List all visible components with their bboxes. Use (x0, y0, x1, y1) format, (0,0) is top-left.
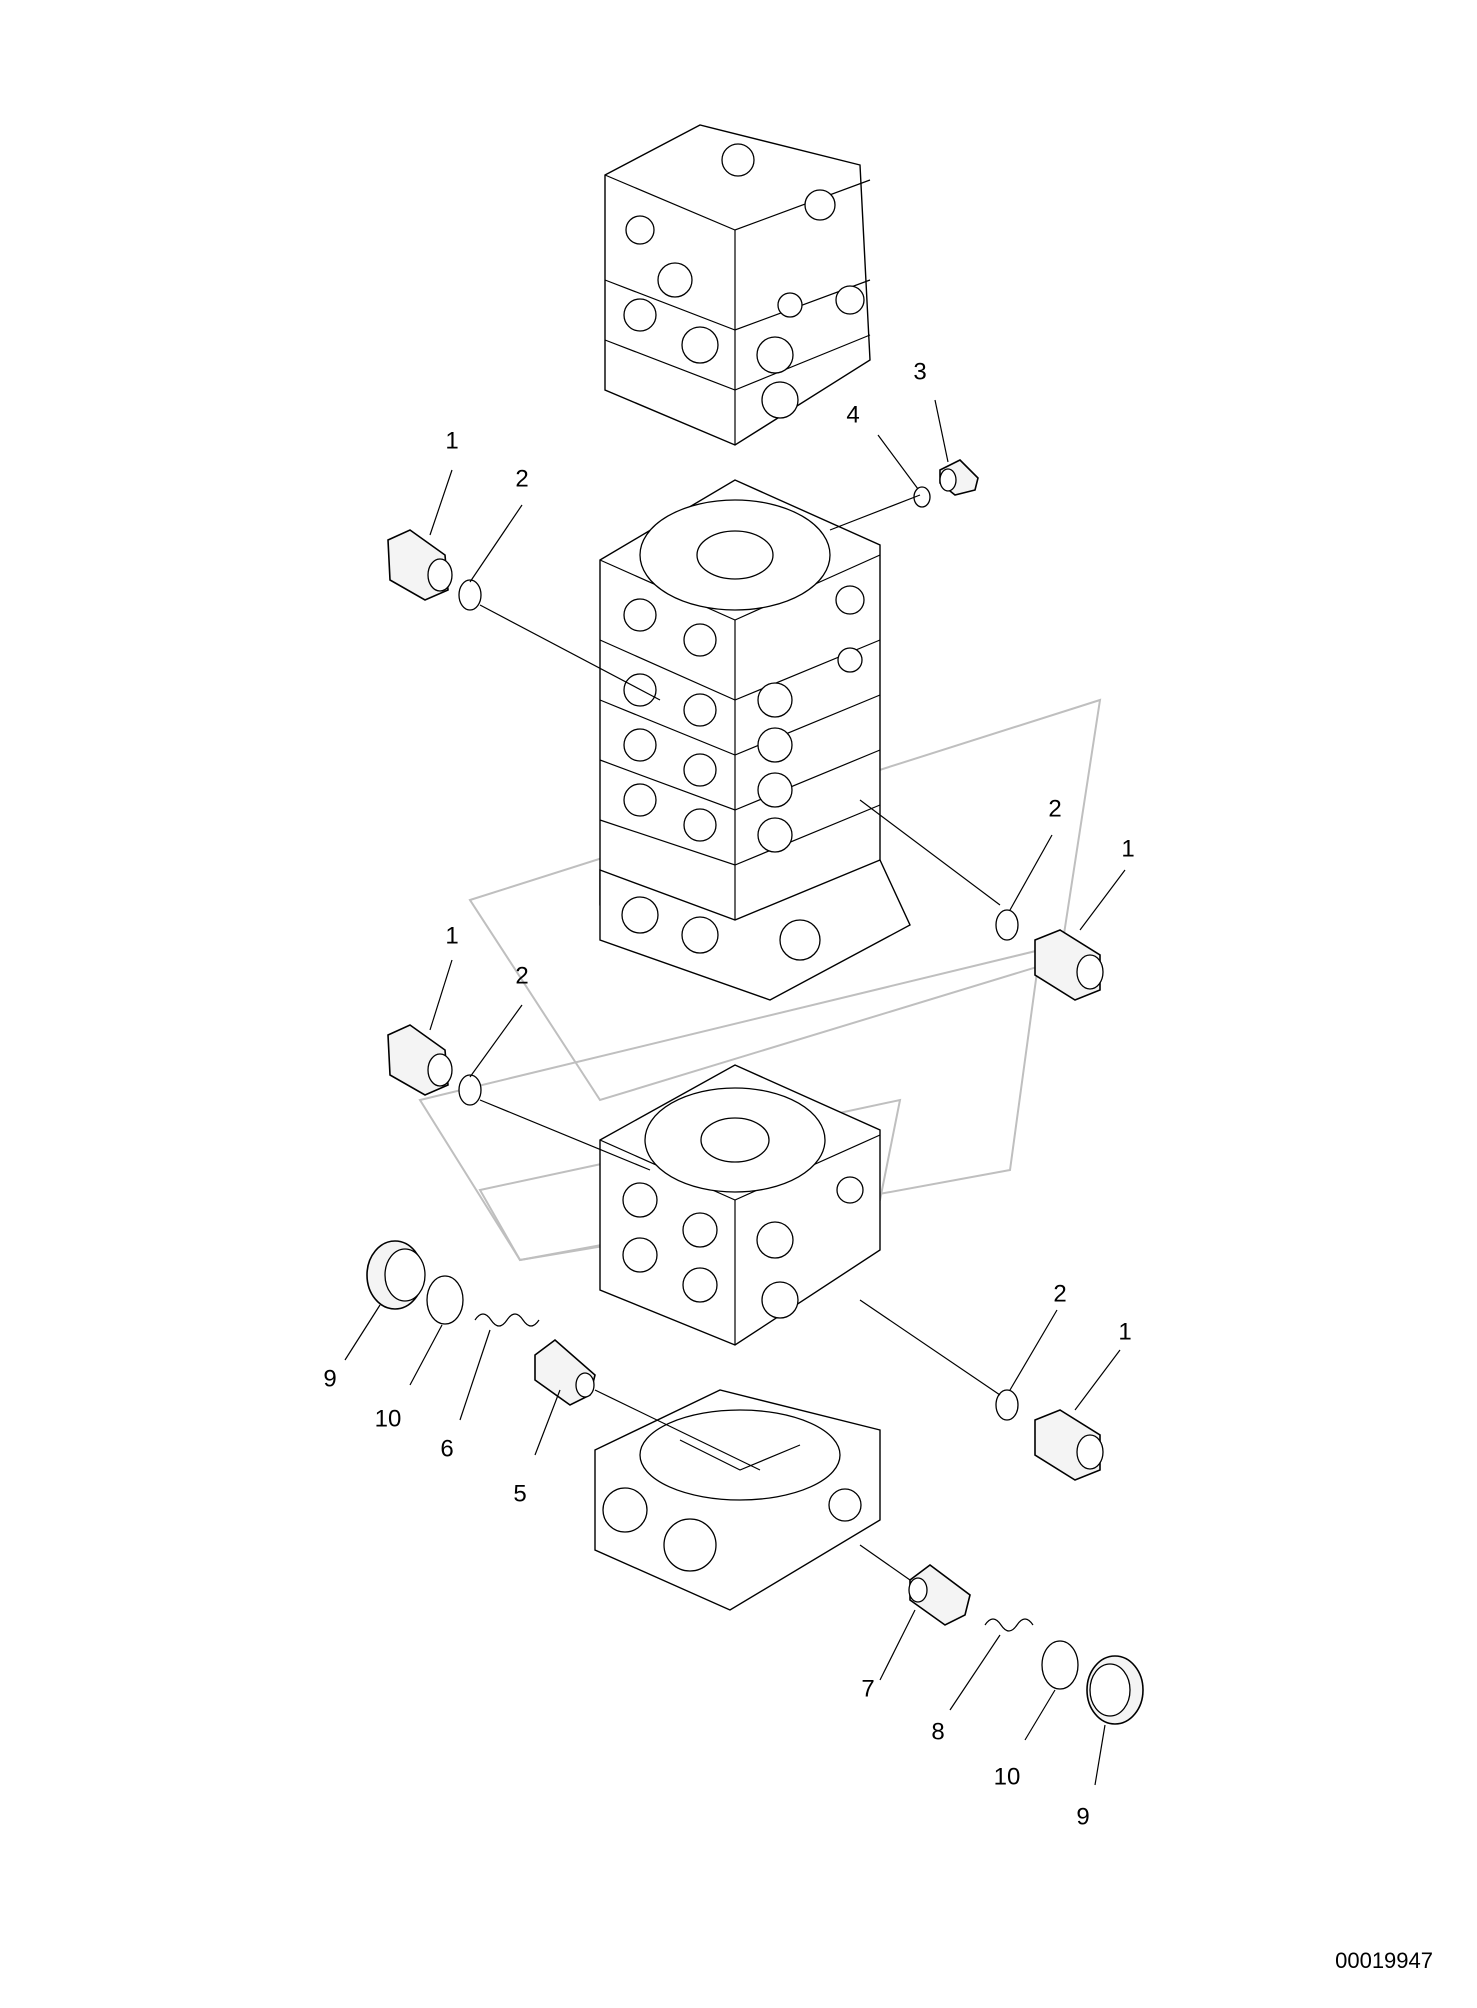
assembly-centerlines (479, 494, 1001, 1581)
callout-5: 5 (513, 1480, 526, 1507)
callout-3: 3 (913, 358, 926, 385)
leader-lines (344, 399, 1126, 1786)
o-ring-parts (458, 486, 1019, 1421)
callout-9-right: 9 (1076, 1803, 1089, 1830)
left-cap-assembly (366, 1240, 596, 1406)
plug-part-1-upper-left (387, 529, 453, 601)
callout-2-lower-right: 2 (1053, 1280, 1066, 1307)
callout-1-upper-left: 1 (445, 427, 458, 454)
callout-2-upper-left: 2 (515, 465, 528, 492)
callout-10-right: 10 (994, 1763, 1021, 1790)
callout-6: 6 (440, 1435, 453, 1462)
top-valve-block (604, 124, 871, 446)
bottom-end-block (594, 1389, 881, 1611)
callout-1-lower-right: 1 (1118, 1318, 1131, 1345)
right-cap-assembly (908, 1564, 1144, 1725)
callout-10-left: 10 (375, 1405, 402, 1432)
callout-labels: 1 2 3 4 2 1 1 2 2 1 9 10 6 5 7 8 10 9 (323, 358, 1134, 1830)
callout-1-mid-left: 1 (445, 922, 458, 949)
callout-1-mid-right: 1 (1121, 835, 1134, 862)
callout-9-left: 9 (323, 1365, 336, 1392)
callout-2-mid-left: 2 (515, 962, 528, 989)
callout-8: 8 (931, 1718, 944, 1745)
fitting-part-3 (939, 459, 979, 496)
lower-valve-block (599, 1064, 881, 1346)
callout-4: 4 (846, 401, 859, 428)
callout-7: 7 (861, 1675, 874, 1702)
callout-2-mid-right: 2 (1048, 795, 1061, 822)
main-valve-stack (599, 479, 911, 1001)
drawing-reference-number: 00019947 (1335, 1948, 1433, 1973)
plug-part-1-mid-right (1034, 929, 1104, 1001)
plug-part-1-lower-right (1034, 1409, 1104, 1481)
plug-part-1-mid-left (387, 1024, 453, 1096)
